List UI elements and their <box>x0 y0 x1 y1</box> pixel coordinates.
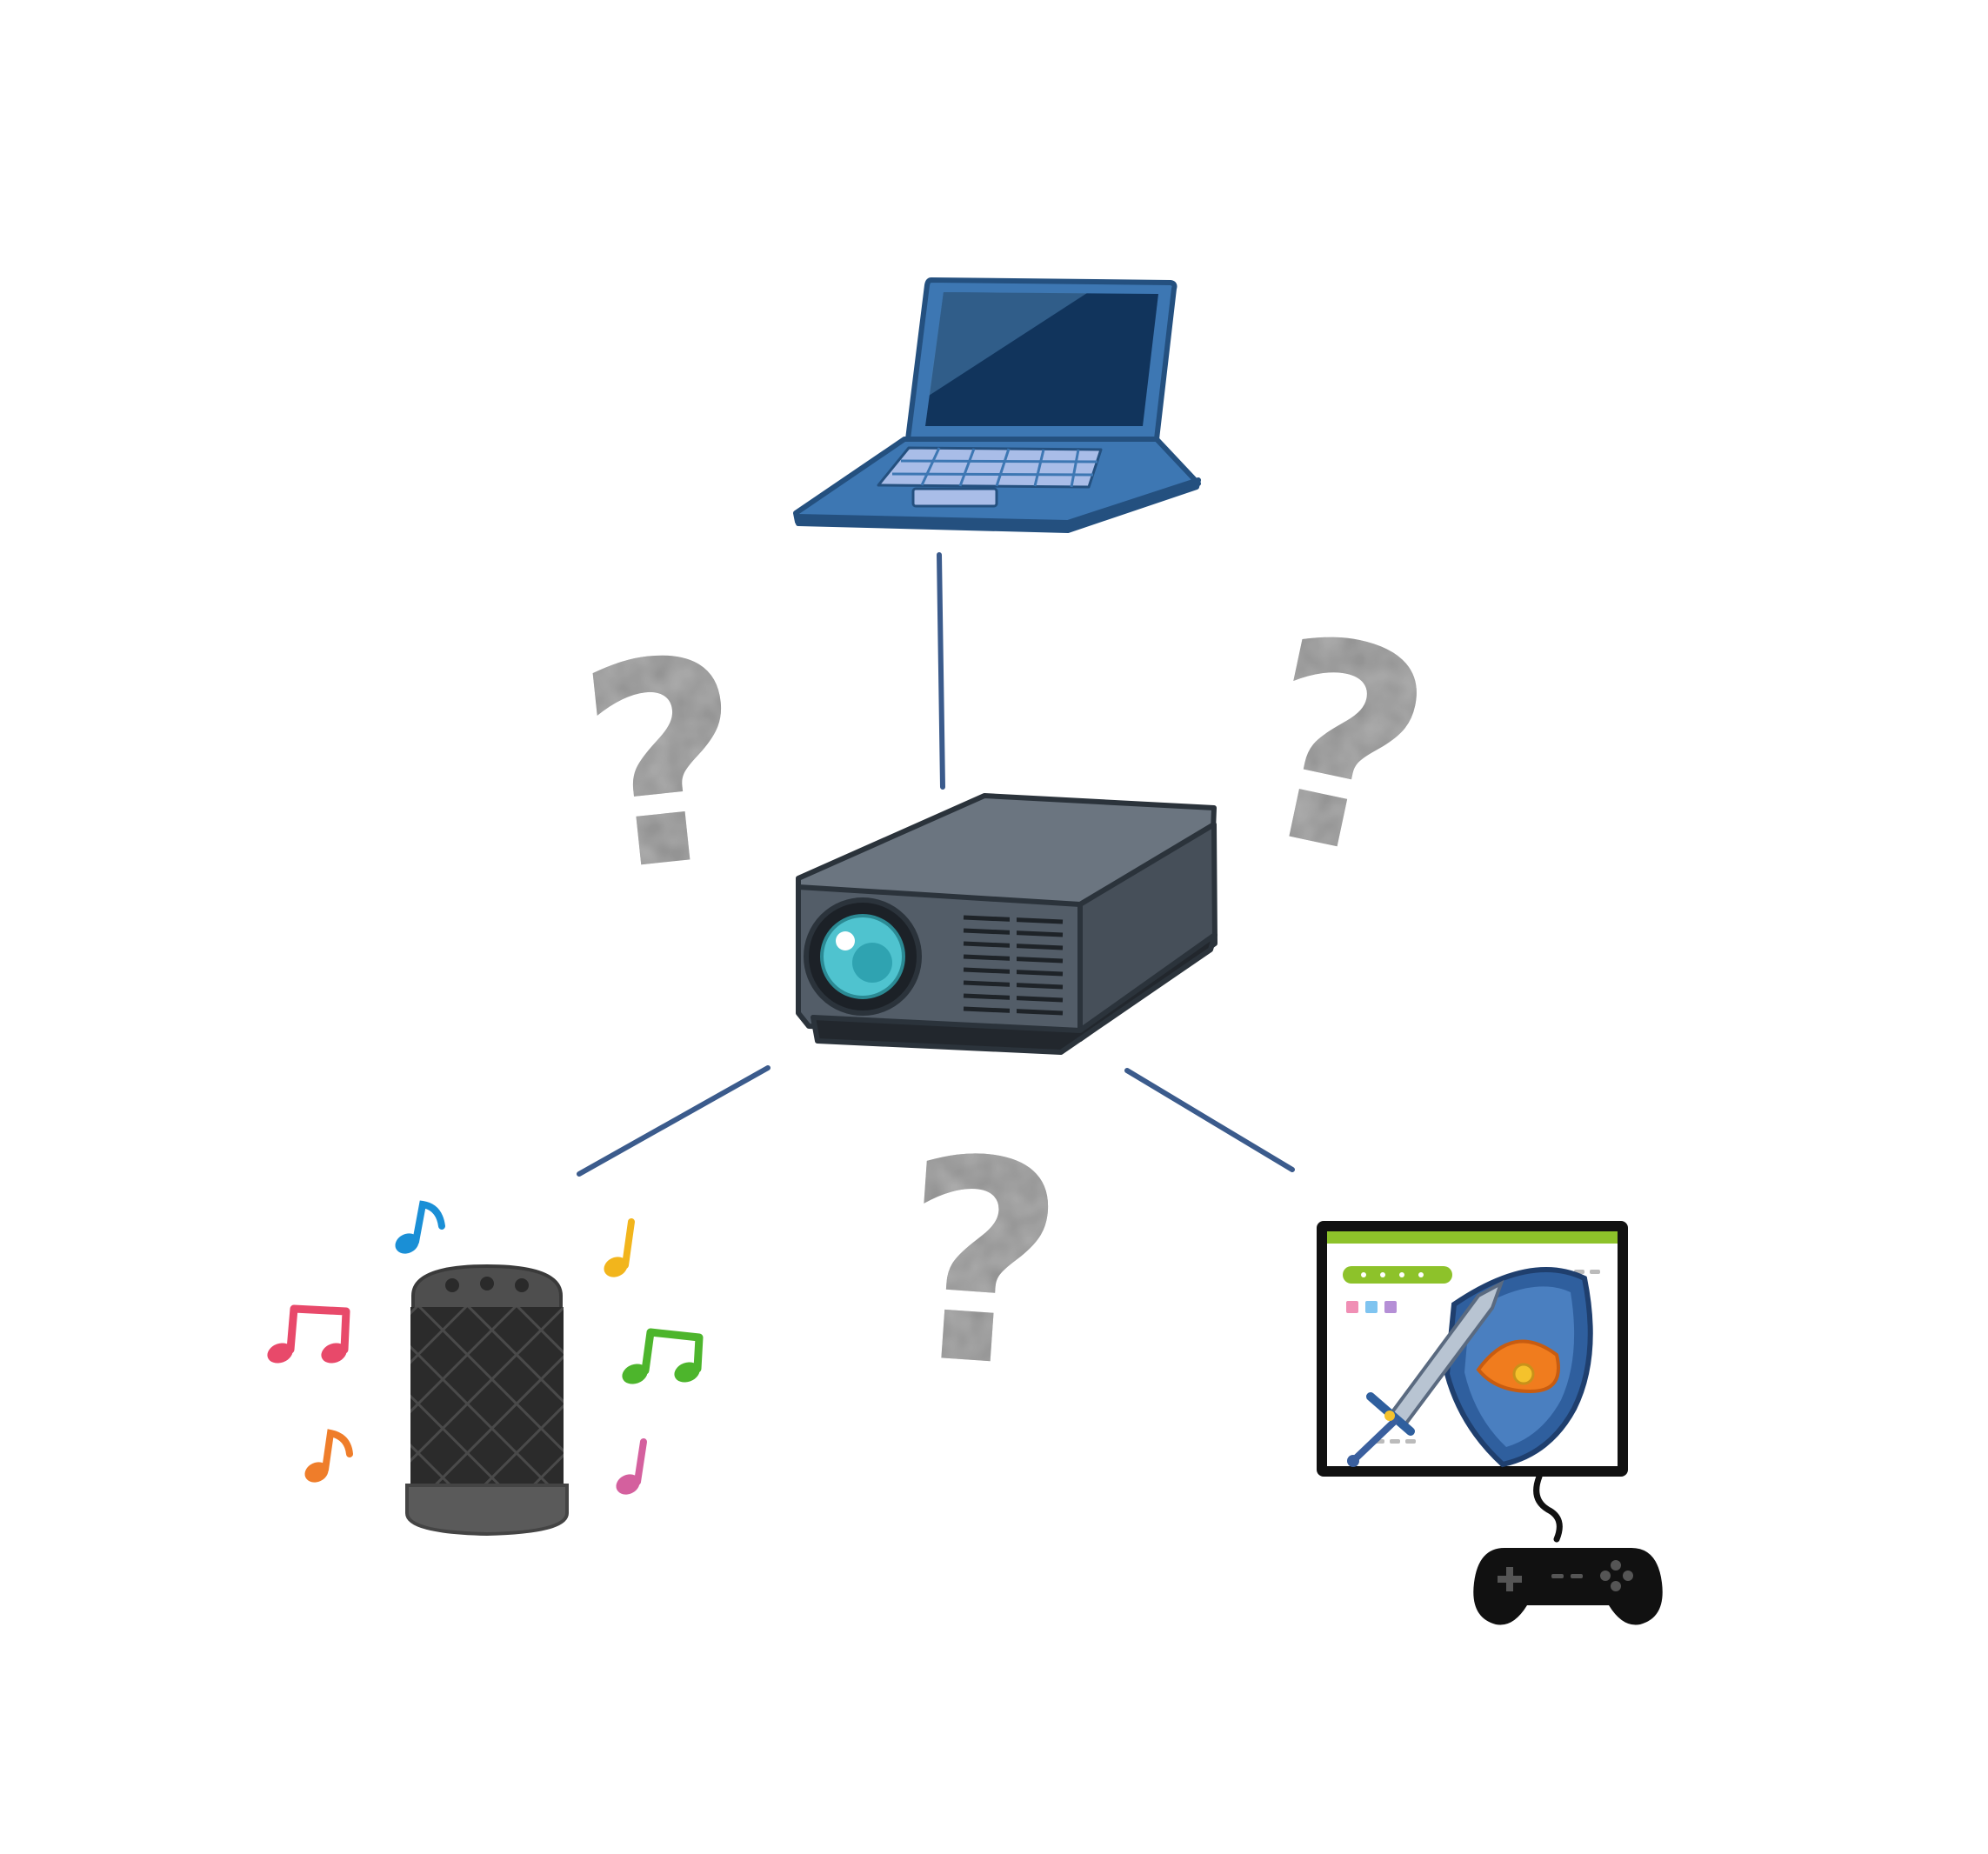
question-mark-bottom: ? <box>890 1097 1073 1431</box>
laptop-trackpad <box>911 487 998 508</box>
music-note-icon <box>604 1218 635 1277</box>
laptop-icon <box>793 277 1201 533</box>
game-monitor-icon <box>1317 1221 1663 1625</box>
projector-icon <box>796 793 1217 1055</box>
laptop-base-front <box>795 477 1201 533</box>
smart-speaker-icon <box>405 1264 569 1537</box>
beamed-notes-icon <box>622 1328 704 1384</box>
connector-speaker <box>577 1065 771 1177</box>
question-mark-glyph: ? <box>890 1097 1073 1431</box>
monitor-title-pill <box>1343 1266 1452 1284</box>
question-mark-glyph: ? <box>1229 575 1454 924</box>
connector-laptop <box>937 552 945 790</box>
laptop-keyboard <box>877 446 1103 489</box>
question-mark-left: ? <box>567 597 761 935</box>
question-mark-glyph: ? <box>567 597 761 935</box>
connector-monitor <box>1124 1068 1295 1172</box>
music-note-icon <box>616 1438 647 1495</box>
gamepad-icon <box>1473 1548 1663 1625</box>
controller-cable <box>1533 1473 1563 1543</box>
monitor-header-bar <box>1327 1231 1618 1244</box>
speaker-base <box>405 1484 569 1537</box>
music-note-icon <box>395 1200 445 1254</box>
projector-lens-highlight <box>836 931 855 950</box>
projector-lens-inner <box>852 943 892 983</box>
question-mark-right: ? <box>1229 575 1454 924</box>
beamed-notes-icon <box>267 1304 350 1364</box>
connector-lines <box>577 552 1295 1177</box>
music-notes <box>267 1200 704 1495</box>
projector-base <box>811 932 1217 1055</box>
speaker-mesh <box>410 1307 564 1488</box>
laptop-screen-glare <box>929 292 1087 396</box>
music-note-icon <box>304 1429 353 1483</box>
